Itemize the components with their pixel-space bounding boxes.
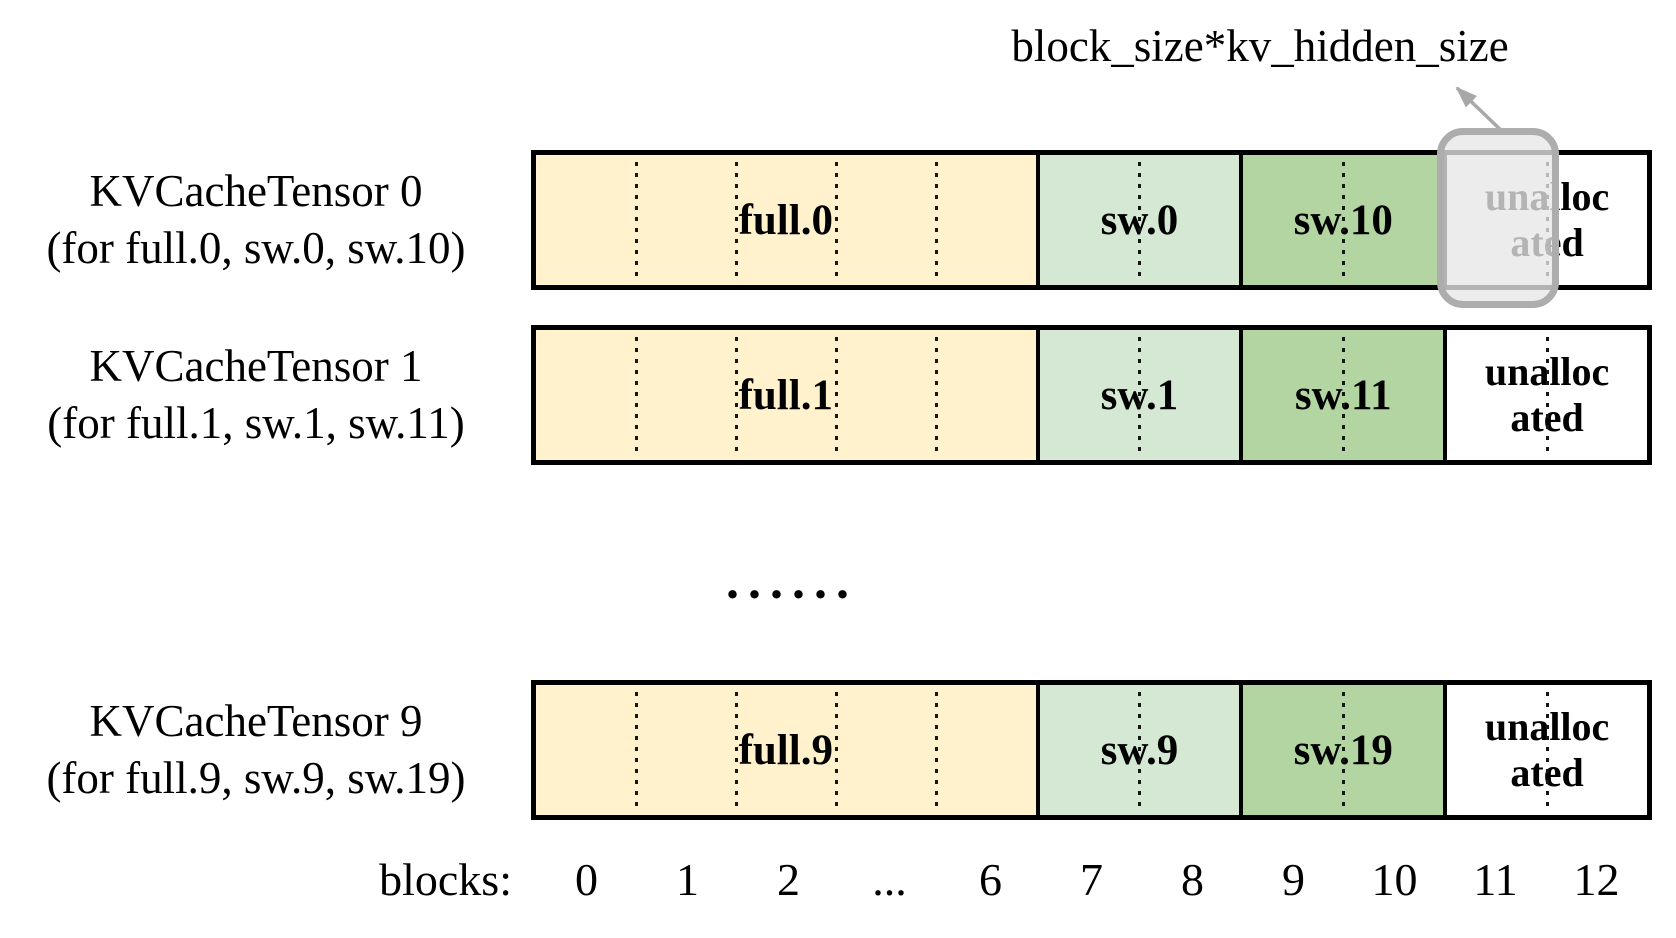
block-divider-dotted	[934, 337, 938, 453]
segment-sw.9: sw.9	[1035, 685, 1240, 815]
block-divider-dotted	[1138, 692, 1142, 808]
block-divider-dotted	[634, 692, 638, 808]
block-index-label: 9	[1282, 854, 1305, 905]
block-divider-dotted	[734, 692, 738, 808]
tensor-label: KVCacheTensor 0 (for full.0, sw.0, sw.10)	[10, 150, 502, 290]
block-divider-dotted	[1546, 337, 1550, 453]
block-divider-dotted	[634, 162, 638, 278]
block-divider-dotted	[1342, 162, 1346, 278]
block-divider-dotted	[834, 337, 838, 453]
block-index-label: 10	[1371, 854, 1418, 905]
segment-unallocated: unallocated	[1443, 330, 1647, 460]
block-index-label: 6	[979, 854, 1002, 905]
tensor-name: KVCacheTensor 0	[89, 165, 423, 216]
annotation-arrow-icon	[1455, 86, 1507, 136]
segment-sw.11: sw.11	[1239, 330, 1444, 460]
block-divider-dotted	[1342, 692, 1346, 808]
tensor-label: KVCacheTensor 9 (for full.9, sw.9, sw.19)	[10, 680, 502, 820]
blocks-axis-label: blocks:	[379, 854, 512, 905]
block-divider-dotted	[934, 162, 938, 278]
block-divider-dotted	[834, 162, 838, 278]
tensor-name: KVCacheTensor 1	[89, 340, 423, 391]
segment-full.9: full.9	[536, 685, 1036, 815]
segment-sw.10: sw.10	[1239, 155, 1444, 285]
tensor-subtitle: (for full.1, sw.1, sw.11)	[47, 398, 465, 448]
tensor-subtitle: (for full.0, sw.0, sw.10)	[46, 223, 466, 273]
block-divider-dotted	[1546, 692, 1550, 808]
segment-full.1: full.1	[536, 330, 1036, 460]
block-index-label: 7	[1080, 854, 1103, 905]
segment-sw.19: sw.19	[1239, 685, 1444, 815]
tensor-name: KVCacheTensor 9	[89, 695, 423, 746]
tensor-row: KVCacheTensor 0 (for full.0, sw.0, sw.10)…	[0, 128, 1676, 308]
block-divider-dotted	[1342, 337, 1346, 453]
segment-label: full.9	[738, 726, 833, 774]
block-divider-dotted	[834, 692, 838, 808]
block-index-label: ...	[872, 854, 907, 905]
segment-sw.0: sw.0	[1035, 155, 1240, 285]
block-divider-dotted	[934, 692, 938, 808]
block-divider-dotted	[1138, 162, 1142, 278]
segment-label: full.1	[738, 371, 833, 419]
block-index-label: 2	[777, 854, 800, 905]
tensor-label: KVCacheTensor 1 (for full.1, sw.1, sw.11)	[10, 325, 502, 465]
highlighted-block-outline	[1437, 128, 1559, 308]
block-index-label: 12	[1573, 854, 1620, 905]
block-index-label: 1	[676, 854, 699, 905]
block-divider-dotted	[734, 337, 738, 453]
block-divider-dotted	[734, 162, 738, 278]
segment-unallocated: unallocated	[1443, 685, 1647, 815]
block-divider-dotted	[634, 337, 638, 453]
segment-full.0: full.0	[536, 155, 1036, 285]
block-index-label: 0	[575, 854, 598, 905]
tensor-row: KVCacheTensor 1 (for full.1, sw.1, sw.11)…	[0, 325, 1676, 465]
block-index-label: 8	[1181, 854, 1204, 905]
segment-label: full.0	[738, 196, 833, 244]
rows-ellipsis: ......	[726, 553, 858, 610]
block-size-annotation-label: block_size*kv_hidden_size	[1011, 21, 1509, 71]
tensor-row: KVCacheTensor 9 (for full.9, sw.9, sw.19)…	[0, 680, 1676, 820]
block-index-label: 11	[1473, 854, 1518, 905]
block-divider-dotted	[1138, 337, 1142, 453]
segment-sw.1: sw.1	[1035, 330, 1240, 460]
tensor-subtitle: (for full.9, sw.9, sw.19)	[46, 753, 466, 803]
